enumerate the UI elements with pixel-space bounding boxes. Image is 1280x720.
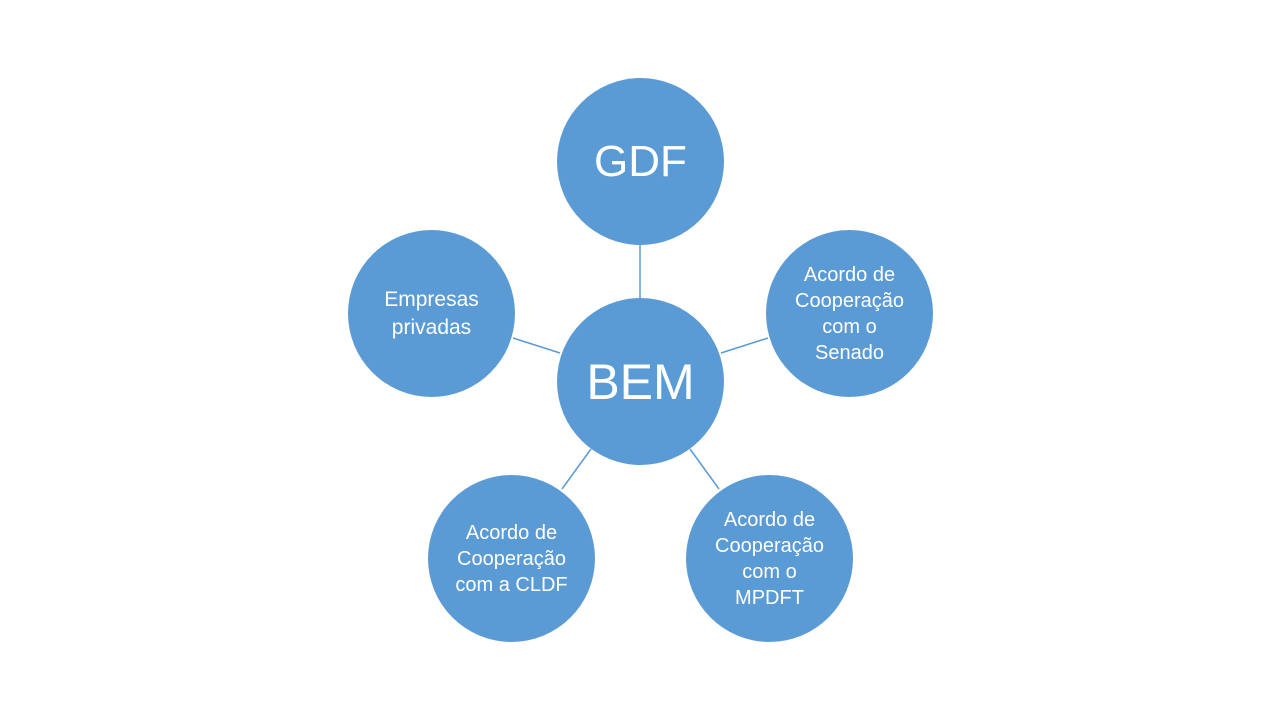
connector-center-cldf	[561, 448, 592, 490]
node-senado: Acordo de Cooperação com o Senado	[766, 230, 933, 397]
node-cldf-label: Acordo de Cooperação com a CLDF	[455, 521, 568, 596]
node-mpdft-label: Acordo de Cooperação com o MPDFT	[715, 508, 824, 609]
node-gdf-label: GDF	[594, 136, 687, 186]
connector-center-mpdft	[689, 448, 720, 490]
center-node-label: BEM	[586, 353, 695, 410]
connector-center-senado	[720, 337, 769, 354]
node-empresas-label: Empresas privadas	[384, 288, 479, 339]
node-empresas: Empresas privadas	[348, 230, 515, 397]
connector-center-empresas	[512, 337, 561, 354]
node-mpdft: Acordo de Cooperação com o MPDFT	[686, 475, 853, 642]
node-senado-label: Acordo de Cooperação com o Senado	[795, 263, 904, 364]
node-cldf: Acordo de Cooperação com a CLDF	[428, 475, 595, 642]
center-node-bem: BEM	[557, 298, 724, 465]
node-gdf: GDF	[557, 78, 724, 245]
